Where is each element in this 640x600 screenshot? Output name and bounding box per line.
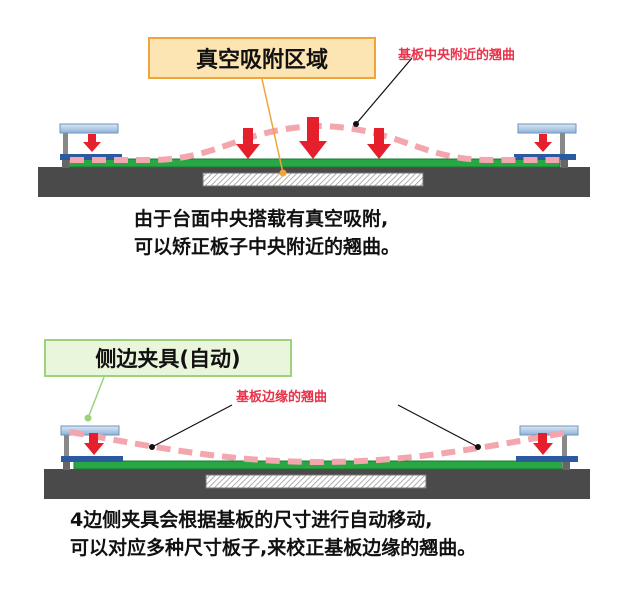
- vacuum-arrow-2: [299, 117, 327, 159]
- panel1-caption-line-1: 由于台面中央搭载有真空吸附,: [134, 208, 389, 230]
- side-clamp-callout: 侧边夹具(自动): [44, 339, 292, 377]
- warp-dot-1: [353, 121, 359, 127]
- edge-warp-label: 基板边缘的翘曲: [236, 390, 328, 405]
- clamp-arrow-right-2: [533, 433, 553, 455]
- warp-dot-2a: [149, 444, 155, 450]
- panel-1: [38, 57, 590, 197]
- callout-dot-2: [84, 414, 92, 422]
- vacuum-area-callout-label: 真空吸附区域: [195, 48, 328, 73]
- warp-curve-1: [70, 122, 560, 163]
- callout-leader-1: [261, 78, 284, 174]
- side-clamp-callout-label: 侧边夹具(自动): [95, 347, 241, 371]
- vacuum-arrow-1: [236, 128, 260, 159]
- warp-leader-2b: [397, 404, 479, 448]
- warp-leader-2a: [151, 404, 233, 448]
- warp-leader-1: [355, 57, 413, 125]
- side-clamp-left-1: [59, 123, 122, 168]
- panel2-caption: 4边侧夹具会根据基板的尺寸进行自动移动, 可以对应多种尺寸板子,来校正基板边缘的…: [70, 506, 476, 562]
- panel-2: [44, 376, 590, 499]
- vacuum-arrow-3: [367, 128, 391, 159]
- clamp-arrow-right-1: [534, 134, 552, 152]
- panel2-caption-line-2: 可以对应多种尺寸板子,来校正基板边缘的翘曲。: [70, 537, 477, 559]
- center-warp-label: 基板中央附近的翘曲: [398, 48, 516, 63]
- panel1-caption: 由于台面中央搭载有真空吸附, 可以矫正板子中央附近的翘曲。: [134, 205, 400, 261]
- vacuum-area-callout: 真空吸附区域: [148, 37, 376, 79]
- vacuum-area-1: [202, 172, 424, 187]
- vacuum-area-2: [205, 474, 427, 489]
- panel2-caption-line-1: 4边侧夹具会根据基板的尺寸进行自动移动,: [70, 509, 433, 531]
- warp-curve-2: [69, 429, 571, 466]
- clamp-arrow-left-1: [83, 134, 101, 152]
- side-clamp-right-2: [516, 425, 579, 470]
- panel1-caption-line-2: 可以矫正板子中央附近的翘曲。: [134, 236, 401, 258]
- side-clamp-right-1: [514, 123, 577, 168]
- clamp-arrow-left-2: [84, 433, 104, 455]
- warp-dot-2b: [475, 444, 481, 450]
- callout-dot-1: [279, 169, 287, 177]
- callout-leader-2: [87, 376, 105, 419]
